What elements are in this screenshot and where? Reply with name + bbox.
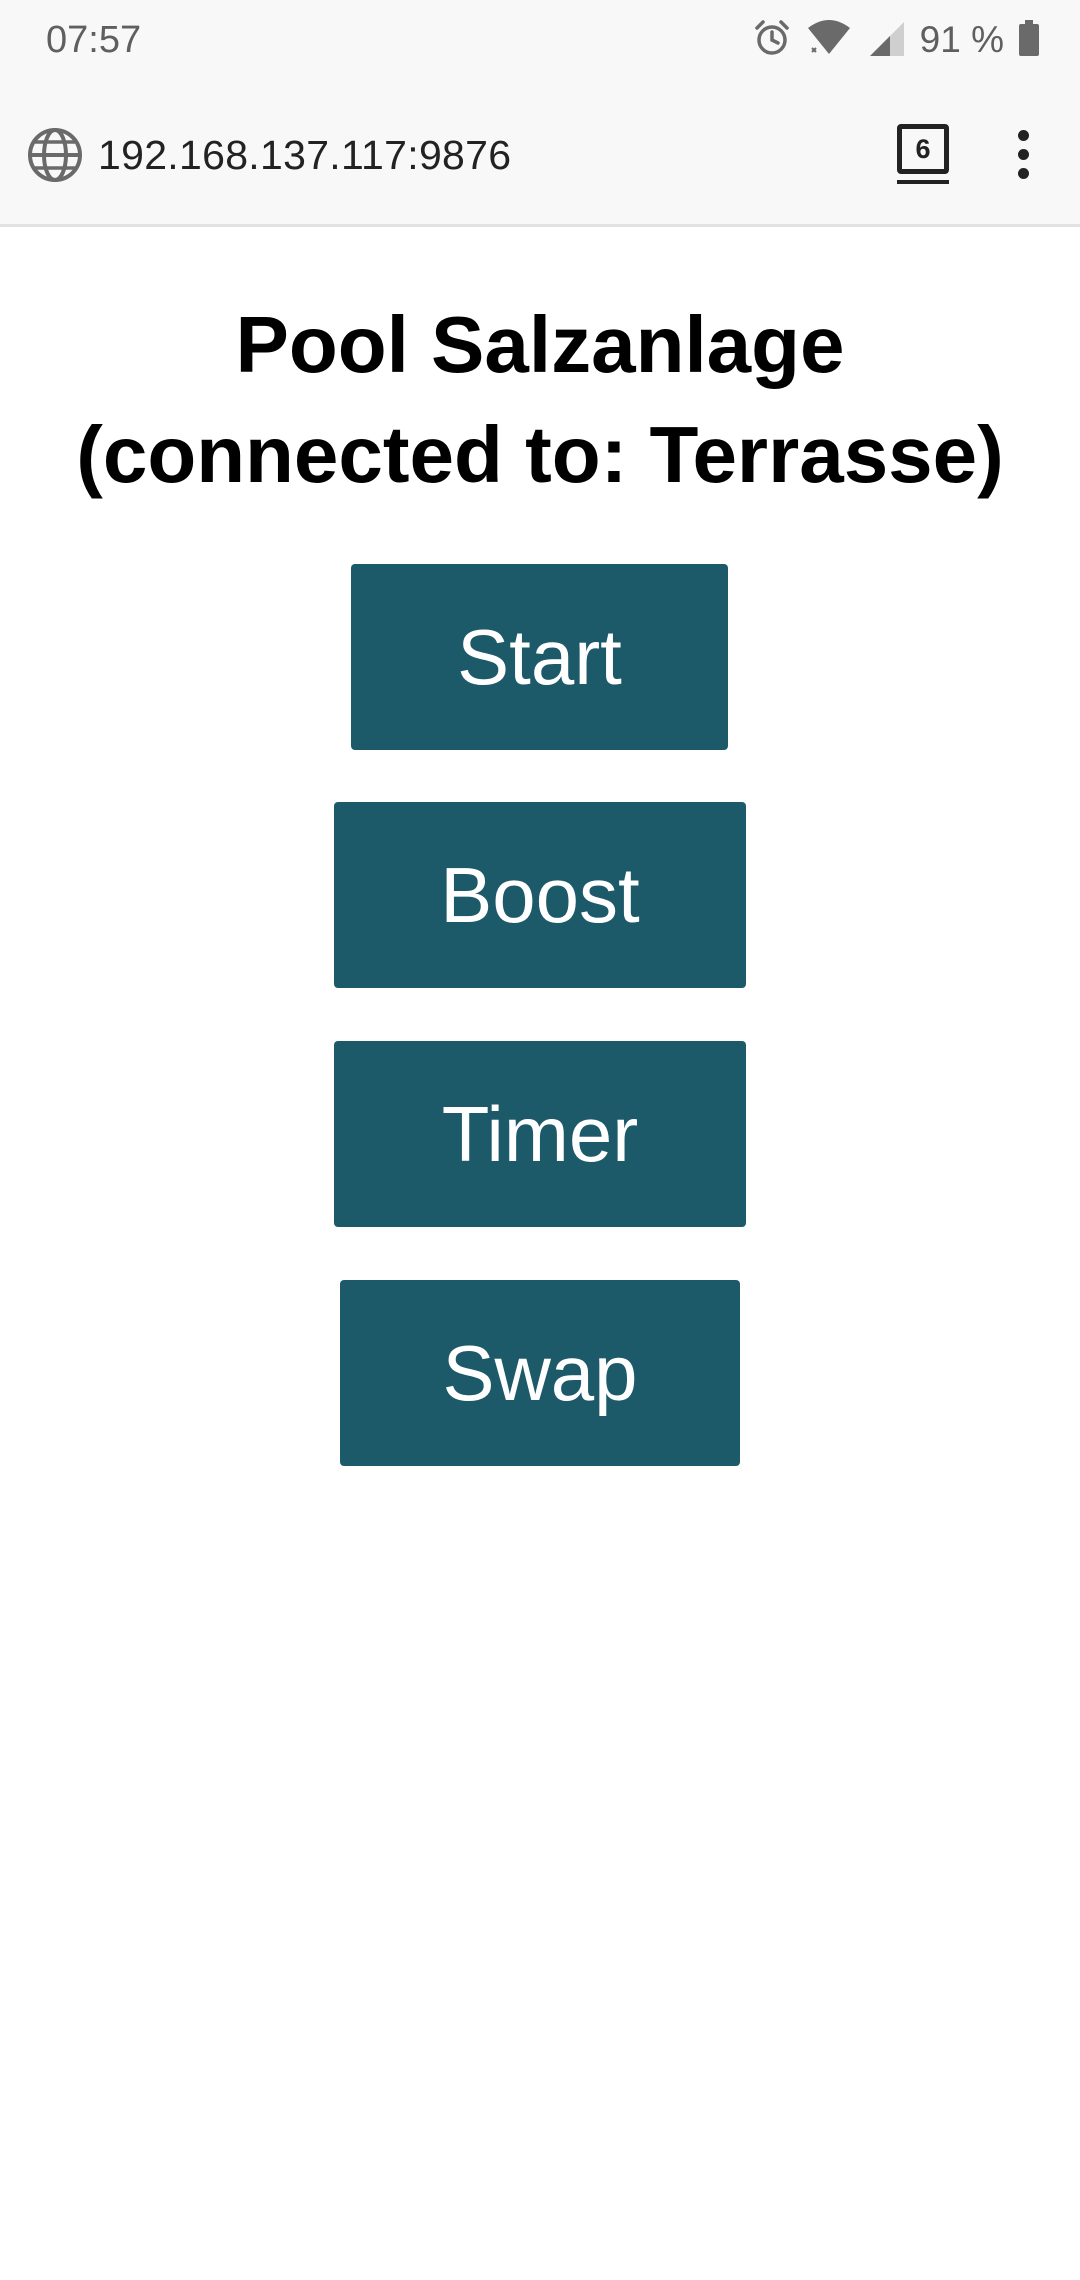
boost-button[interactable]: Boost — [334, 802, 746, 988]
tab-count: 6 — [915, 134, 931, 164]
more-vert-icon[interactable] — [1004, 124, 1044, 186]
status-icons: 91 % — [738, 16, 1040, 64]
page-title: Pool Salzanlage (connected to: Terrasse) — [40, 290, 1040, 510]
globe-icon — [26, 126, 84, 184]
url-field[interactable]: 192.168.137.117:9876 — [98, 132, 512, 178]
tabs-underline — [897, 180, 949, 184]
status-time: 07:57 — [46, 19, 142, 61]
battery-icon — [1018, 18, 1040, 63]
menu-dot — [1018, 130, 1029, 141]
menu-dot — [1018, 149, 1029, 160]
timer-button[interactable]: Timer — [334, 1041, 746, 1227]
page-title-line1: Pool Salzanlage — [235, 300, 845, 389]
battery-percent: 91 % — [919, 19, 1004, 60]
tabs-button[interactable]: 6 — [893, 124, 953, 186]
alarm-icon — [752, 18, 792, 63]
status-bar: 07:57 91 % — [0, 0, 1080, 82]
swap-button[interactable]: Swap — [340, 1280, 740, 1466]
page-title-line2: (connected to: Terrasse) — [76, 410, 1004, 499]
wifi-icon — [806, 18, 852, 63]
menu-dot — [1018, 168, 1029, 179]
start-button[interactable]: Start — [351, 564, 728, 750]
cell-signal-icon — [866, 18, 906, 63]
tabs-icon — [897, 124, 949, 174]
browser-toolbar: 192.168.137.117:9876 6 — [0, 82, 1080, 227]
